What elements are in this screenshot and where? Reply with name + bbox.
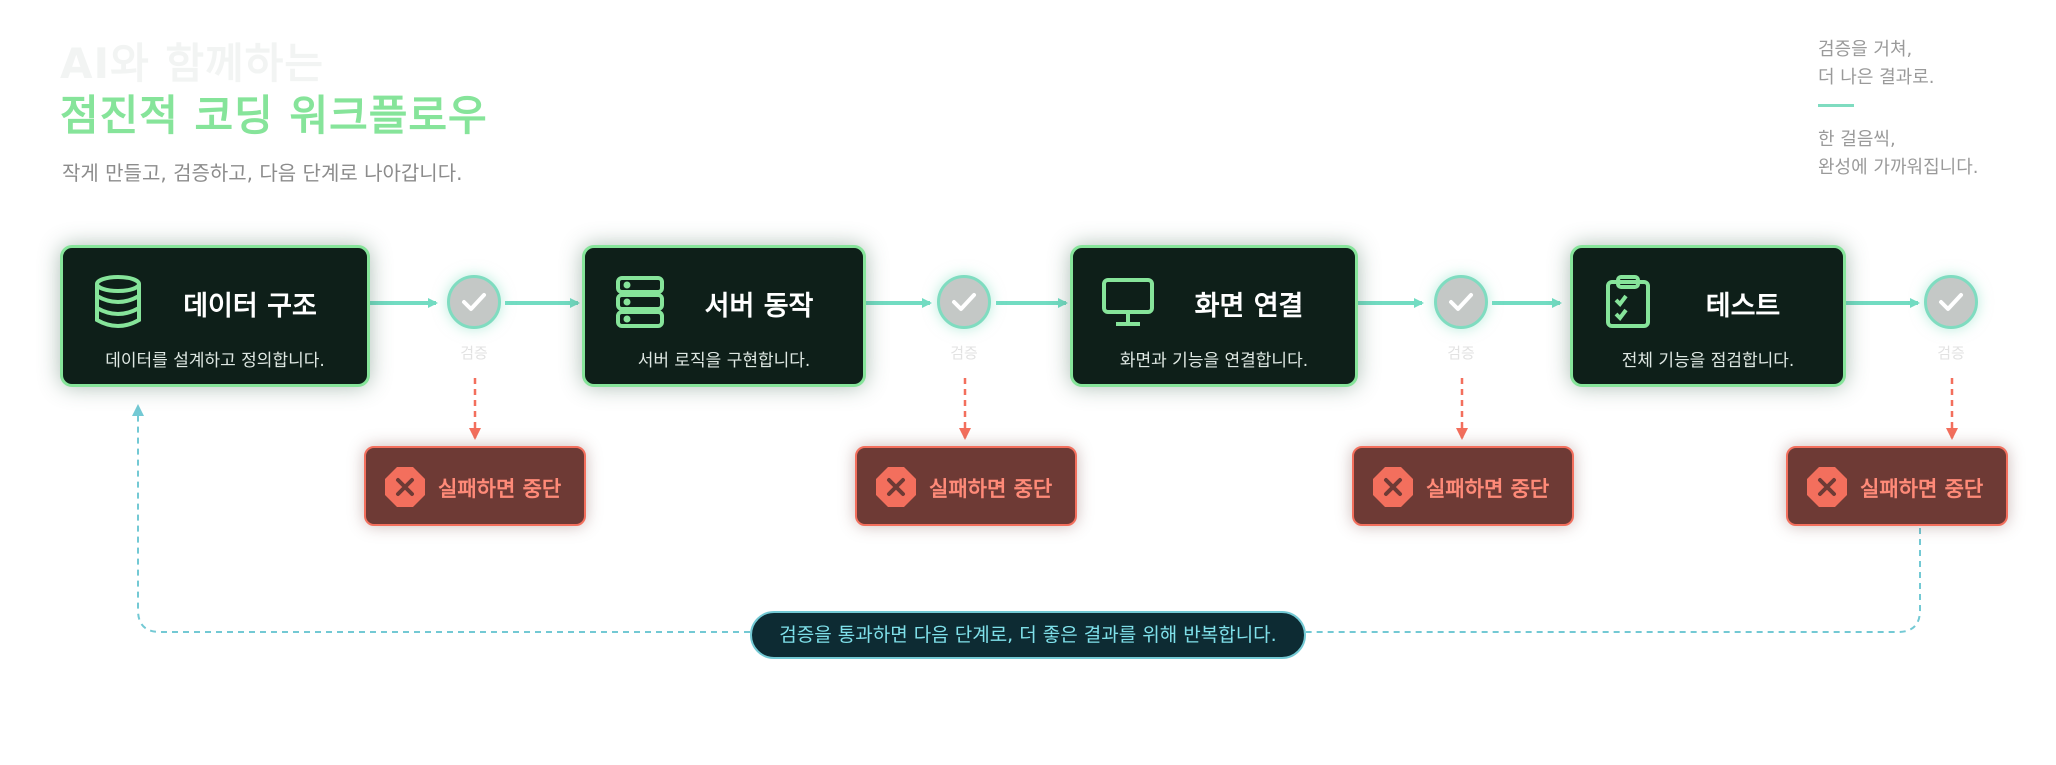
feedback-loop-line <box>1306 528 1921 633</box>
check-label: 검증 <box>460 344 488 362</box>
check-badge <box>1924 275 1978 329</box>
check-label: 검증 <box>1937 344 1965 362</box>
fail-stop-box: 실패하면 중단 <box>364 446 586 526</box>
check-icon <box>462 293 486 311</box>
stage-description: 데이터를 설계하고 정의합니다. <box>105 351 325 371</box>
database-icon <box>95 275 141 328</box>
page-title-line1: AI와 함께하는 <box>60 39 324 88</box>
stop-x-icon <box>385 467 425 507</box>
stop-x-icon <box>1373 467 1413 507</box>
fail-stop-box: 실패하면 중단 <box>855 446 1077 526</box>
side-note-divider <box>1818 104 1854 107</box>
stage-description: 화면과 기능을 연결합니다. <box>1119 351 1309 371</box>
fail-label: 실패하면 중단 <box>438 477 562 501</box>
side-note-line: 검증을 거쳐, <box>1818 39 1913 60</box>
check-label: 검증 <box>950 344 978 362</box>
check-icon <box>952 293 976 311</box>
loop-caption-pill: 검증을 통과하면 다음 단계로, 더 좋은 결과를 위해 반복합니다. <box>750 611 1306 659</box>
check-icon <box>1939 293 1963 311</box>
server-icon <box>616 276 664 328</box>
stage-title: 테스트 <box>1705 291 1781 322</box>
fail-label: 실패하면 중단 <box>1860 477 1984 501</box>
side-note-bottom: 한 걸음씩, 완성에 가까워집니다. <box>1818 126 1978 182</box>
stage-card-server: 서버 동작 서버 로직을 구현합니다. <box>582 245 866 387</box>
check-badge <box>447 275 501 329</box>
clipboard-check-icon <box>1606 275 1650 328</box>
check-icon <box>1449 293 1473 311</box>
check-badge <box>937 275 991 329</box>
page-subtitle: 작게 만들고, 검증하고, 다음 단계로 나아갑니다. <box>62 161 463 185</box>
check-badge <box>1434 275 1488 329</box>
stage-title: 데이터 구조 <box>183 291 317 322</box>
stage-card-test: 테스트 전체 기능을 점검합니다. <box>1570 245 1846 387</box>
check-label: 검증 <box>1447 344 1475 362</box>
side-note-line: 한 걸음씩, <box>1818 129 1896 150</box>
fail-label: 실패하면 중단 <box>929 477 1053 501</box>
fail-stop-box: 실패하면 중단 <box>1352 446 1574 526</box>
stage-description: 전체 기능을 점검합니다. <box>1621 351 1795 371</box>
stage-description: 서버 로직을 구현합니다. <box>637 351 811 371</box>
stage-title: 서버 동작 <box>704 291 814 322</box>
side-note-line: 더 나은 결과로. <box>1818 67 1935 88</box>
stop-x-icon <box>1807 467 1847 507</box>
page-title-line2: 점진적 코딩 워크플로우 <box>60 91 488 140</box>
stage-card-data-structure: 데이터 구조 데이터를 설계하고 정의합니다. <box>60 245 370 387</box>
stop-x-icon <box>876 467 916 507</box>
side-note-top: 검증을 거쳐, 더 나은 결과로. <box>1818 36 1935 92</box>
monitor-icon <box>1102 278 1154 326</box>
fail-stop-box: 실패하면 중단 <box>1786 446 2008 526</box>
stage-title: 화면 연결 <box>1194 291 1304 322</box>
side-note-line: 완성에 가까워집니다. <box>1818 157 1979 178</box>
feedback-loop-line <box>132 404 750 633</box>
fail-label: 실패하면 중단 <box>1426 477 1550 501</box>
stage-card-screen: 화면 연결 화면과 기능을 연결합니다. <box>1070 245 1358 387</box>
